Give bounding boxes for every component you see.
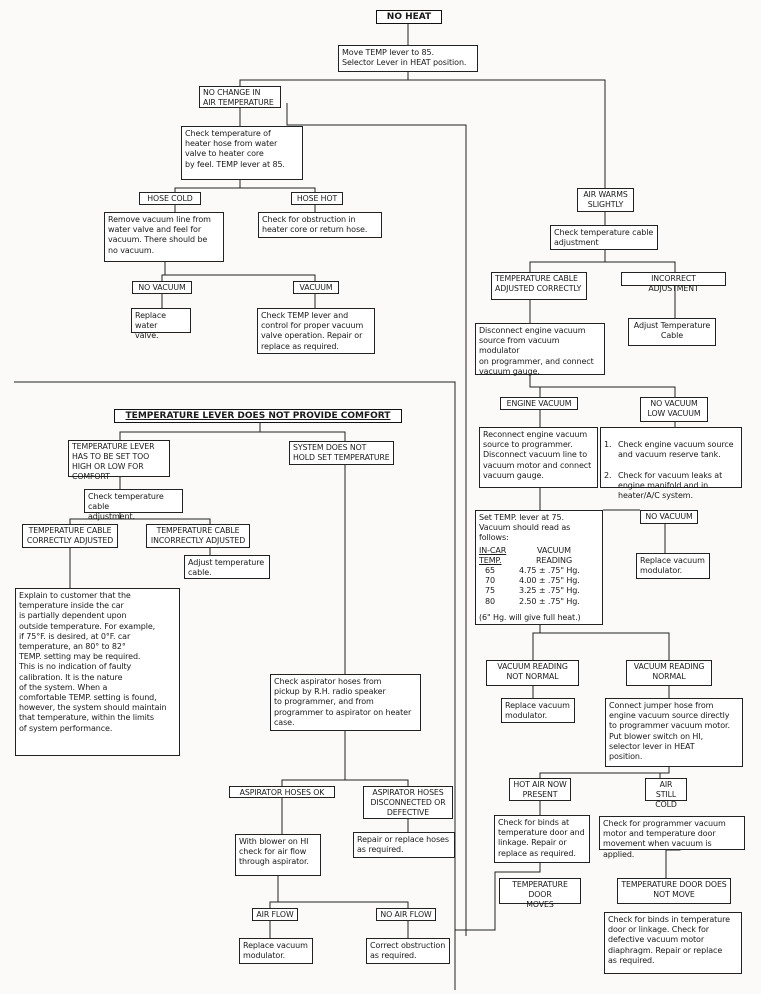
hoses-disconnected-label: ASPIRATOR HOSES DISCONNECTED OR DEFECTIV…: [363, 786, 453, 819]
vacuum-table: 65 4.75 ± .75" Hg. 70 4.00 ± .75" Hg. 75 3.25…: [479, 566, 599, 607]
table-head-reading: VACUUM READING: [535, 545, 573, 565]
vacuum-table-temp: 80: [485, 596, 495, 606]
adjust-cable-step: Adjust Temperature Cable: [628, 318, 716, 346]
check-binds-step-2: Check for binds in temperature door or l…: [604, 912, 742, 974]
check-aspirator-step: Check aspirator hoses from pickup by R.H…: [270, 674, 421, 731]
no-heat-title: NO HEAT: [376, 10, 442, 24]
check-hose-step: Check temperature of heater hose from wa…: [181, 126, 303, 180]
no-change-label: NO CHANGE IN AIR TEMPERATURE: [199, 86, 281, 108]
vacuum-table-reading: 3.25 ± .75" Hg.: [519, 586, 580, 596]
door-moves-label: TEMPERATURE DOOR MOVES: [499, 878, 581, 909]
reconnect-step: Reconnect engine vacuum source to progra…: [479, 427, 598, 488]
disconnect-vacuum-step: Disconnect engine vacuum source from vac…: [475, 323, 605, 376]
check-cable-step: Check temperature cable adjustment: [550, 225, 658, 250]
check-binds-step-1: Check for binds at temperature door and …: [494, 815, 590, 863]
vacuum-label: VACUUM: [293, 281, 339, 294]
check-temp-control-step: Check TEMP lever and control for proper …: [257, 308, 375, 354]
set-temp-step: Set TEMP. lever at 75. Vacuum should rea…: [475, 510, 603, 625]
cable-correct-comfort-label: TEMPERATURE CABLE CORRECTLY ADJUSTED: [22, 524, 118, 548]
vacuum-table-reading: 4.75 ± .75" Hg.: [519, 566, 580, 576]
air-flow-label: AIR FLOW: [252, 908, 298, 921]
no-vacuum-label: NO VACUUM: [132, 281, 192, 294]
vacuum-table-temp: 70: [485, 576, 495, 586]
start-step: Move TEMP lever to 85. Selector Lever in…: [338, 45, 478, 72]
table-head-temp: IN-CAR TEMP.: [479, 545, 507, 565]
full-heat-note: (6" Hg. will give full heat.): [479, 612, 581, 622]
correct-obstruction-step: Correct obstruction as required.: [366, 938, 450, 964]
blower-hi-step: With blower on HI check for air flow thr…: [235, 834, 321, 876]
vacuum-table-row: 65 4.75 ± .75" Hg.: [479, 566, 599, 576]
vacuum-table-temp: 75: [485, 586, 495, 596]
check-source-step: 1.Check engine vacuum source and vacuum …: [600, 427, 742, 500]
replace-water-valve-step: Replace water valve.: [131, 308, 191, 340]
check-cable-comfort-step: Check temperature cable adjustment.: [84, 489, 183, 521]
vacuum-table-header: IN-CAR TEMP. VACUUM READING: [479, 546, 599, 566]
hose-hot-label: HOSE HOT: [291, 192, 343, 205]
replace-modulator-comfort-step: Replace vacuum modulator.: [239, 938, 313, 964]
air-still-cold-label: AIR STILL COLD: [645, 778, 687, 809]
not-hold-label: SYSTEM DOES NOT HOLD SET TEMPERATURE: [289, 441, 394, 465]
explain-step: Explain to customer that the temperature…: [15, 588, 180, 756]
vacuum-table-temp: 65: [485, 566, 495, 576]
cable-correct-label: TEMPERATURE CABLE ADJUSTED CORRECTLY: [491, 272, 587, 300]
door-not-move-label: TEMPERATURE DOOR DOES NOT MOVE: [617, 878, 731, 904]
comfort-title: TEMPERATURE LEVER DOES NOT PROVIDE COMFO…: [114, 409, 402, 423]
hot-air-now-label: HOT AIR NOW PRESENT: [509, 778, 571, 801]
hose-cold-label: HOSE COLD: [139, 192, 201, 205]
engine-vacuum-label: ENGINE VACUUM: [500, 397, 578, 410]
check-programmer-step: Check for programmer vacuum motor and te…: [599, 816, 745, 859]
check-source-item-1: Check engine vacuum source and vacuum re…: [618, 440, 734, 460]
connect-jumper-step: Connect jumper hose from engine vacuum s…: [605, 698, 743, 767]
check-source-item-2: Check for vacuum leaks at engine manifol…: [618, 470, 723, 501]
air-warms-label: AIR WARMS SLIGHTLY: [577, 188, 634, 212]
check-obstruction-step: Check for obstruction in heater core or …: [258, 212, 382, 238]
vacuum-table-row: 80 2.50 ± .75" Hg.: [479, 597, 599, 607]
reading-normal-label: VACUUM READING NORMAL: [626, 660, 712, 686]
reading-not-normal-label: VACUUM READING NOT NORMAL: [486, 660, 579, 686]
set-temp-text: Set TEMP. lever at 75. Vacuum should rea…: [479, 513, 571, 543]
adjust-cable-comfort-step: Adjust temperature cable.: [184, 555, 270, 579]
vacuum-table-row: 75 3.25 ± .75" Hg.: [479, 586, 599, 596]
no-low-vacuum-label: NO VACUUM LOW VACUUM: [640, 397, 708, 422]
no-air-flow-label: NO AIR FLOW: [376, 908, 436, 921]
repair-hoses-step: Repair or replace hoses as required.: [353, 832, 455, 858]
hoses-ok-label: ASPIRATOR HOSES OK: [229, 786, 335, 798]
incorrect-adjustment-label: INCORRECT ADJUSTMENT: [621, 272, 726, 293]
remove-vacuum-step: Remove vacuum line from water valve and …: [104, 212, 224, 262]
no-vacuum-label-2: NO VACUUM: [640, 510, 698, 524]
lever-too-high-label: TEMPERATURE LEVER HAS TO BE SET TOO HIGH…: [68, 440, 170, 481]
replace-modulator-step-1: Replace vacuum modulator.: [636, 553, 710, 579]
replace-modulator-step-2: Replace vacuum modulator.: [501, 698, 575, 723]
vacuum-table-reading: 4.00 ± .75" Hg.: [519, 576, 580, 586]
cable-incorrect-label: TEMPERATURE CABLE INCORRECTLY ADJUSTED: [146, 524, 250, 548]
vacuum-table-reading: 2.50 ± .75" Hg.: [519, 596, 580, 606]
vacuum-table-row: 70 4.00 ± .75" Hg.: [479, 576, 599, 586]
